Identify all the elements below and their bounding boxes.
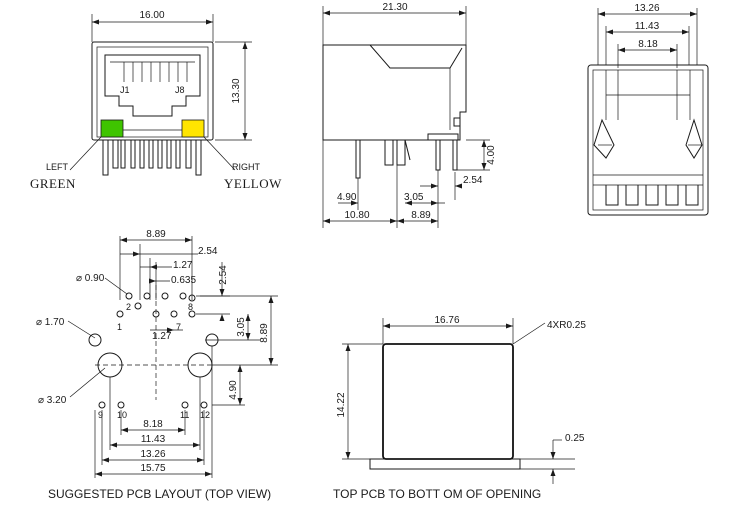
pcb-pin-8: 8 bbox=[188, 302, 193, 312]
front-view: 16.00 13.30 J1 J8 bbox=[30, 10, 282, 191]
side-1080-dim: 10.80 bbox=[344, 210, 369, 221]
pcb-caption: SUGGESTED PCB LAYOUT (TOP VIEW) bbox=[48, 487, 271, 501]
side-length-dim: 21.30 bbox=[382, 2, 407, 13]
opening-width-dim: 16.76 bbox=[434, 315, 459, 326]
pin-j8-label: J8 bbox=[175, 85, 185, 95]
pcb-hole-320-label: ⌀ 3.20 bbox=[38, 395, 67, 406]
back-1143-dim: 11.43 bbox=[635, 21, 660, 32]
side-490-dim: 4.90 bbox=[337, 192, 357, 203]
pcb-pin-1: 1 bbox=[117, 322, 122, 332]
pcb-305-dim: 3.05 bbox=[236, 317, 247, 337]
left-color-label: GREEN bbox=[30, 176, 76, 191]
left-label: LEFT bbox=[46, 162, 69, 172]
pcb-pin-9: 9 bbox=[98, 410, 103, 420]
pcb-127-dim: 1.27 bbox=[173, 260, 193, 271]
pcb-1143-dim: 11.43 bbox=[141, 434, 166, 445]
opening-offset-dim: 0.25 bbox=[565, 433, 585, 444]
pcb-818-dim: 8.18 bbox=[143, 419, 163, 430]
pcb-889-right-dim: 8.89 bbox=[259, 323, 270, 343]
back-view: 13.26 11.43 8.18 bbox=[587, 3, 709, 216]
panel-opening-view: 16.76 4XR0.25 14.22 0.25 TOP PCB TO BOTT… bbox=[333, 315, 586, 501]
right-label: RIGHT bbox=[232, 162, 261, 172]
side-view: 21.30 4.00 2.54 bbox=[322, 2, 497, 228]
front-width-dim: 16.00 bbox=[139, 10, 164, 21]
opening-height-dim: 14.22 bbox=[336, 392, 347, 417]
pcb-254-vert-dim: 2.54 bbox=[218, 265, 229, 285]
side-pitch-dim: 2.54 bbox=[463, 175, 483, 186]
pcb-889-top-dim: 8.89 bbox=[146, 229, 166, 240]
right-color-label: YELLOW bbox=[224, 176, 282, 191]
pcb-1575-dim: 15.75 bbox=[140, 463, 165, 474]
pcb-254-top-dim: 2.54 bbox=[198, 246, 218, 257]
front-height-dim: 13.30 bbox=[231, 78, 242, 103]
yellow-led bbox=[181, 119, 205, 138]
pcb-pin-7: 7 bbox=[176, 322, 181, 332]
pcb-layout: 8.89 2.54 1.27 0.635 2.54 bbox=[36, 229, 278, 501]
side-pin-height-dim: 4.00 bbox=[486, 145, 497, 165]
pcb-pin-10: 10 bbox=[117, 410, 127, 420]
back-818-dim: 8.18 bbox=[638, 39, 658, 50]
opening-corner-label: 4XR0.25 bbox=[547, 320, 586, 331]
pcb-pin-12: 12 bbox=[200, 410, 210, 420]
back-1326-dim: 13.26 bbox=[634, 3, 659, 14]
pcb-hole-170-label: ⌀ 1.70 bbox=[36, 317, 65, 328]
opening-caption: TOP PCB TO BOTT OM OF OPENING bbox=[333, 487, 541, 501]
pin-j1-label: J1 bbox=[120, 85, 130, 95]
pcb-0635-dim: 0.635 bbox=[171, 275, 196, 286]
pcb-490-dim: 4.90 bbox=[228, 380, 239, 400]
pcb-1326-dim: 13.26 bbox=[140, 449, 165, 460]
side-889-dim: 8.89 bbox=[411, 210, 431, 221]
pcb-pin-2: 2 bbox=[126, 302, 131, 312]
pcb-hole-090-label: ⌀ 0.90 bbox=[76, 273, 105, 284]
side-offset-dim: 3.05 bbox=[404, 192, 424, 203]
green-led bbox=[100, 119, 124, 138]
pcb-127-mid-dim: 1.27 bbox=[152, 331, 172, 342]
